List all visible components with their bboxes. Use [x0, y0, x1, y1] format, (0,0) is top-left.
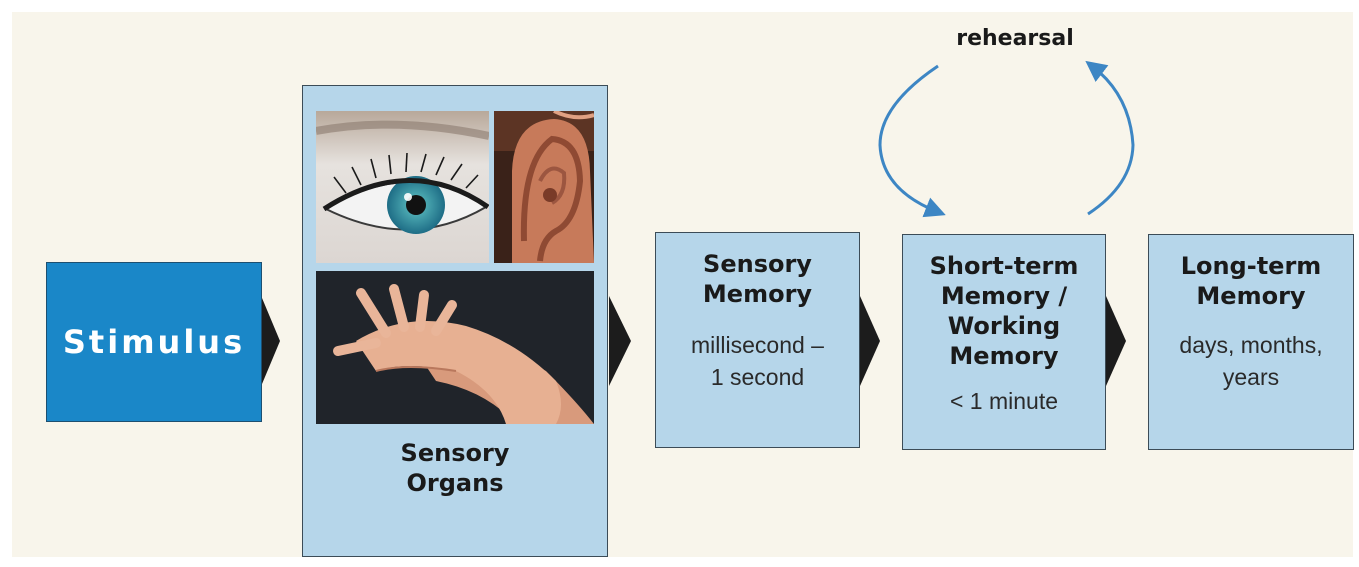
stimulus-label: Stimulus [63, 323, 245, 361]
long-term-memory-title: Long-term Memory [1149, 251, 1353, 311]
hands-image [316, 271, 594, 424]
short-term-memory-box: Short-term Memory / Working Memory < 1 m… [902, 234, 1106, 450]
eye-image [316, 111, 489, 263]
arrow-sensory-to-short-term [860, 296, 880, 386]
rehearsal-loop-arrows [860, 50, 1160, 230]
long-term-memory-duration: days, months, years [1149, 329, 1353, 393]
rehearsal-arrow-left [880, 66, 938, 212]
sensory-organs-label: Sensory Organs [303, 438, 607, 498]
arrow-organs-to-sensory-memory [609, 296, 631, 386]
arrow-stimulus-to-organs [262, 298, 280, 384]
long-term-memory-box: Long-term Memory days, months, years [1148, 234, 1354, 450]
stimulus-box: Stimulus [46, 262, 262, 422]
rehearsal-label: rehearsal [900, 26, 1130, 51]
rehearsal-arrow-right [1088, 66, 1133, 214]
short-term-memory-title: Short-term Memory / Working Memory [903, 251, 1105, 371]
short-term-memory-duration: < 1 minute [903, 385, 1105, 417]
ear-image [494, 111, 594, 263]
sensory-memory-title: Sensory Memory [656, 249, 859, 309]
sensory-memory-box: Sensory Memory millisecond – 1 second [655, 232, 860, 448]
arrow-short-term-to-long-term [1106, 296, 1126, 386]
sensory-memory-duration: millisecond – 1 second [656, 329, 859, 393]
